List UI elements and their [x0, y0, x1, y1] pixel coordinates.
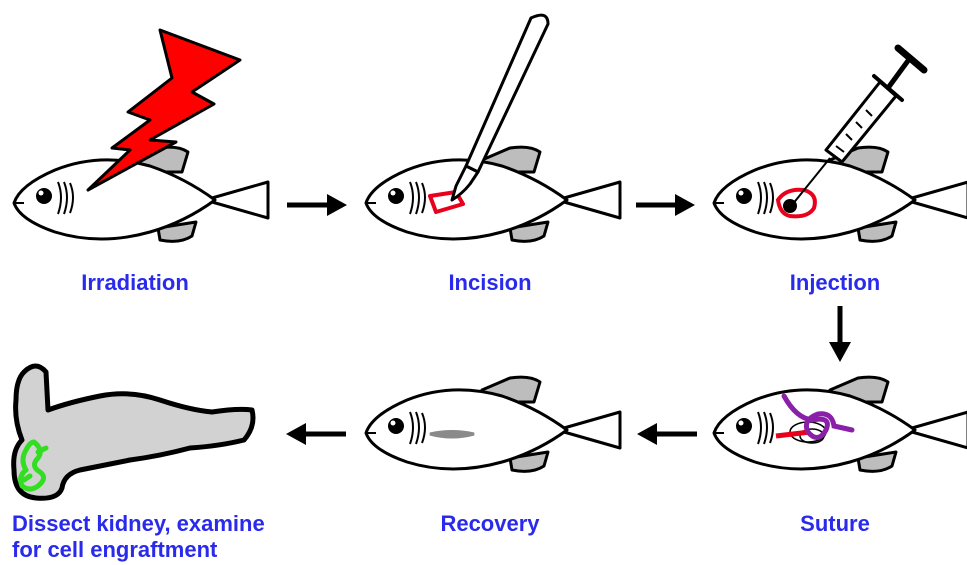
step-label-suture: Suture: [755, 511, 915, 537]
incision-fish: [366, 147, 620, 241]
arrow-left-1: [637, 423, 697, 445]
step-label-irradiation: Irradiation: [55, 270, 215, 296]
step-label-dissect-line2: for cell engraftment: [12, 537, 217, 563]
step-label-injection: Injection: [755, 270, 915, 296]
arrow-right-1: [287, 194, 347, 216]
suture-fish: [714, 377, 967, 471]
healing-scar: [430, 432, 474, 438]
kidney-icon: [14, 366, 253, 498]
arrow-left-2: [286, 423, 346, 445]
arrow-down: [829, 306, 851, 362]
recovery-fish: [366, 377, 620, 471]
step-label-incision: Incision: [410, 270, 570, 296]
arrow-right-2: [636, 194, 695, 216]
step-label-recovery: Recovery: [410, 511, 570, 537]
step-label-dissect-line1: Dissect kidney, examine: [12, 511, 265, 537]
